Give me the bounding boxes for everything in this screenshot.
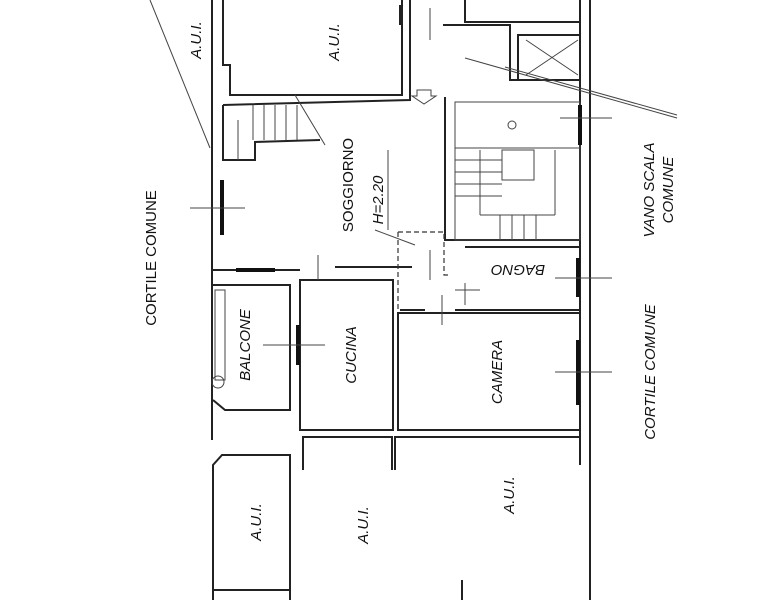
label-vano-scala: VANO SCALA [641, 142, 658, 237]
label-height: H=2.20 [370, 175, 387, 224]
label-vano-comune: COMUNE [660, 156, 677, 224]
label-bagno: BAGNO [491, 261, 546, 278]
label-cucina: CUCINA [343, 326, 360, 384]
label-cortile-right: CORTILE COMUNE [642, 303, 659, 440]
label-aui-bottom-left: A.U.I. [248, 503, 265, 542]
label-balcone: BALCONE [237, 308, 254, 381]
label-aui-bottom-right: A.U.I. [501, 476, 518, 515]
internal-stairs [237, 94, 326, 160]
entrance-arrow-icon [410, 89, 438, 105]
label-camera: CAMERA [489, 340, 506, 404]
label-aui-top-left: A.U.I. [188, 21, 205, 60]
elevator-shaft [517, 34, 581, 81]
label-aui-bottom-middle: A.U.I. [355, 506, 372, 545]
label-cortile-left: CORTILE COMUNE [143, 190, 160, 326]
label-soggiorno: SOGGIORNO [340, 138, 357, 232]
walls [149, 0, 678, 600]
room-labels: A.U.I. A.U.I. CORTILE COMUNE SOGGIORNO H… [143, 21, 677, 545]
label-aui-top-middle: A.U.I. [326, 23, 343, 62]
stairwell [454, 101, 581, 241]
